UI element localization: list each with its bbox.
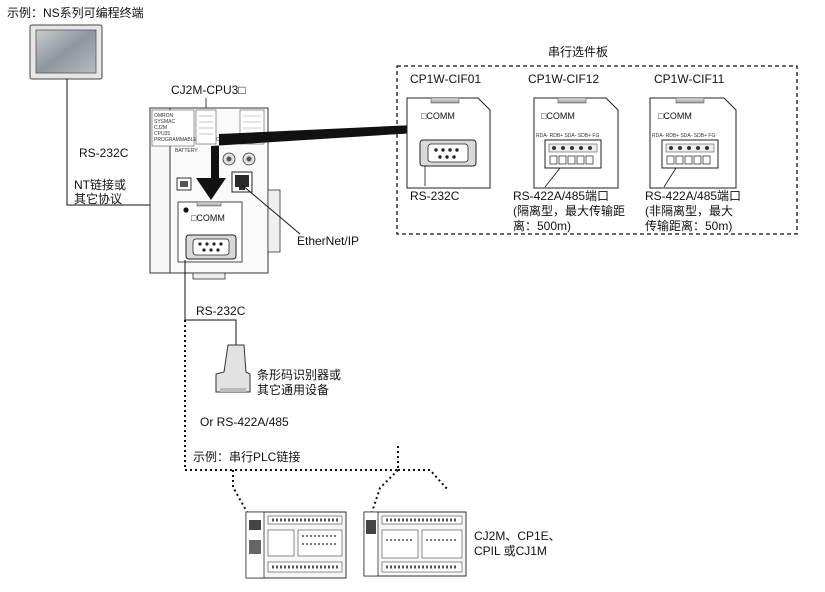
db9-connector-icon [185,234,237,260]
ethernet-leader [241,184,301,235]
plc-link-dotted-1 [232,470,248,513]
cif12-desc-1: RS-422A/485端口 [513,189,609,203]
rs232c-left-label: RS-232C [79,146,129,160]
rs232c-bottom-label: RS-232C [196,304,246,318]
terminal-block-icon [661,139,719,169]
plc-unit-1 [245,511,347,579]
rs232c-cable-ns [66,79,177,206]
cif01-label: CP1W-CIF01 [410,72,481,86]
db9-connector-icon [419,139,477,167]
ethernet-port-icon [231,171,253,193]
serial-board-title: 串行选件板 [548,45,608,59]
cif11-board: □COMM RDA- RDB+ SDA- SDB+ FG [649,97,737,189]
nt-link-label-2: 其它协议 [74,191,122,206]
or-rs422-label: Or RS-422A/485 [200,415,289,429]
cif01-rs232c-label: RS-232C [410,189,460,203]
cif11-desc-2: (非隔离型，最大 [645,203,733,218]
hmi-terminal-icon [29,24,103,80]
cif12-pins-label: RDA- RDB+ SDA- SDB+ FG [536,133,599,139]
barcode-label-1: 条形码识别器或 [257,368,341,382]
plc-link-dotted-3 [398,469,449,491]
rs232c-cable-bottom [184,260,237,345]
cpu-model-label: CJ2M-CPU3□ [171,83,246,97]
cif12-desc-3: 离：500m) [513,218,571,233]
cpu-controller-label: PROGRAMMABLE CONTROLLER [154,137,233,143]
insert-arrow [196,125,415,200]
ns-example-label: 示例：NS系列可编程终端 [7,5,144,20]
cif12-label: CP1W-CIF12 [528,72,599,86]
plc-link-label: 示例：串行PLC链接 [193,449,300,464]
serial-option-boards-box [396,65,798,235]
cpu-brand: OMRON [154,113,174,119]
cpu-unit: OMRON SYSMAC CJ2M CPU35 PROGRAMMABLE CON… [149,107,281,280]
nt-link-label-1: NT链接或 [74,177,126,192]
usb-port-icon [176,177,192,191]
cpu-comm-label: □COMM [191,213,225,223]
cif12-board: □COMM RDA- RDB+ SDA- SDB+ FG [533,97,619,189]
cpu-cpu-sub: CPU35 [154,131,170,137]
cif11-pins-label: RDA- RDB+ SDA- SDB+ FG [652,133,715,139]
cpu-model-sub: CJ2M [154,125,167,131]
cif11-label: CP1W-CIF11 [654,72,725,86]
cif11-desc-1: RS-422A/485端口 [645,189,741,203]
cif01-board: □COMM [406,97,491,189]
battery-label: BATTERY [175,148,198,154]
terminal-block-icon [544,139,602,169]
rs422-dotted-line [184,320,399,471]
cpu-brand-sub: SYSMAC [154,119,176,125]
cif12-comm-label: □COMM [541,111,575,121]
cif11-desc-3: 传输距离：50m) [645,218,732,233]
cif12-desc-2: (隔离型，最大传输距 [513,203,625,218]
plc-link-dotted-2 [371,469,399,513]
plc-models-label-1: CJ2M、CP1E、 [474,529,561,543]
plc-unit-2 [363,511,467,577]
barcode-label-2: 其它通用设备 [257,382,329,397]
plc-models-label-2: CPIL 或CJ1M [474,544,547,558]
barcode-reader-icon [215,344,251,393]
ethernet-label: EtherNet/IP [297,234,359,248]
cif01-comm-label: □COMM [421,111,455,121]
cif11-comm-label: □COMM [658,111,692,121]
